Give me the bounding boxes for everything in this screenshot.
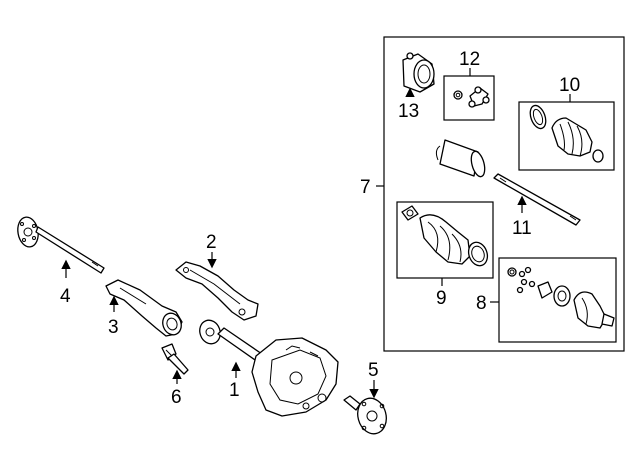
callout-12: 12 [459, 49, 480, 70]
part-2-bracket [175, 261, 259, 321]
kit-box-12 [443, 75, 495, 121]
callout-8: 8 [476, 293, 487, 314]
part-6-pinion [161, 343, 189, 375]
callout-5: 5 [368, 360, 379, 381]
callout-6: 6 [171, 387, 182, 408]
part-8-cv-joint-kit [507, 266, 615, 329]
callout-13: 13 [398, 101, 419, 122]
part-12-u-joint [453, 86, 490, 108]
part-11-shaft [493, 173, 581, 226]
kit-box-10 [518, 101, 615, 171]
callout-1: 1 [229, 380, 240, 401]
callout-9: 9 [436, 288, 447, 309]
part-10-boot-kit [529, 104, 604, 163]
callout-3: 3 [108, 317, 119, 338]
callout-11: 11 [512, 218, 532, 239]
part-3-axle-tube [105, 279, 183, 337]
callout-10: 10 [559, 75, 580, 96]
part-13-housing [402, 52, 435, 93]
callout-2: 2 [206, 232, 217, 253]
callout-7: 7 [360, 177, 371, 198]
part-1-differential [199, 319, 339, 417]
kit-box-8 [498, 257, 617, 343]
callout-4: 4 [60, 286, 71, 307]
kit-frame-7 [383, 36, 625, 352]
boot-sleeve [435, 139, 486, 178]
kit-box-9 [396, 201, 494, 279]
part-4-axle-shaft [17, 216, 105, 274]
part-5-flange [343, 395, 387, 435]
part-9-boot-kit [401, 205, 489, 267]
